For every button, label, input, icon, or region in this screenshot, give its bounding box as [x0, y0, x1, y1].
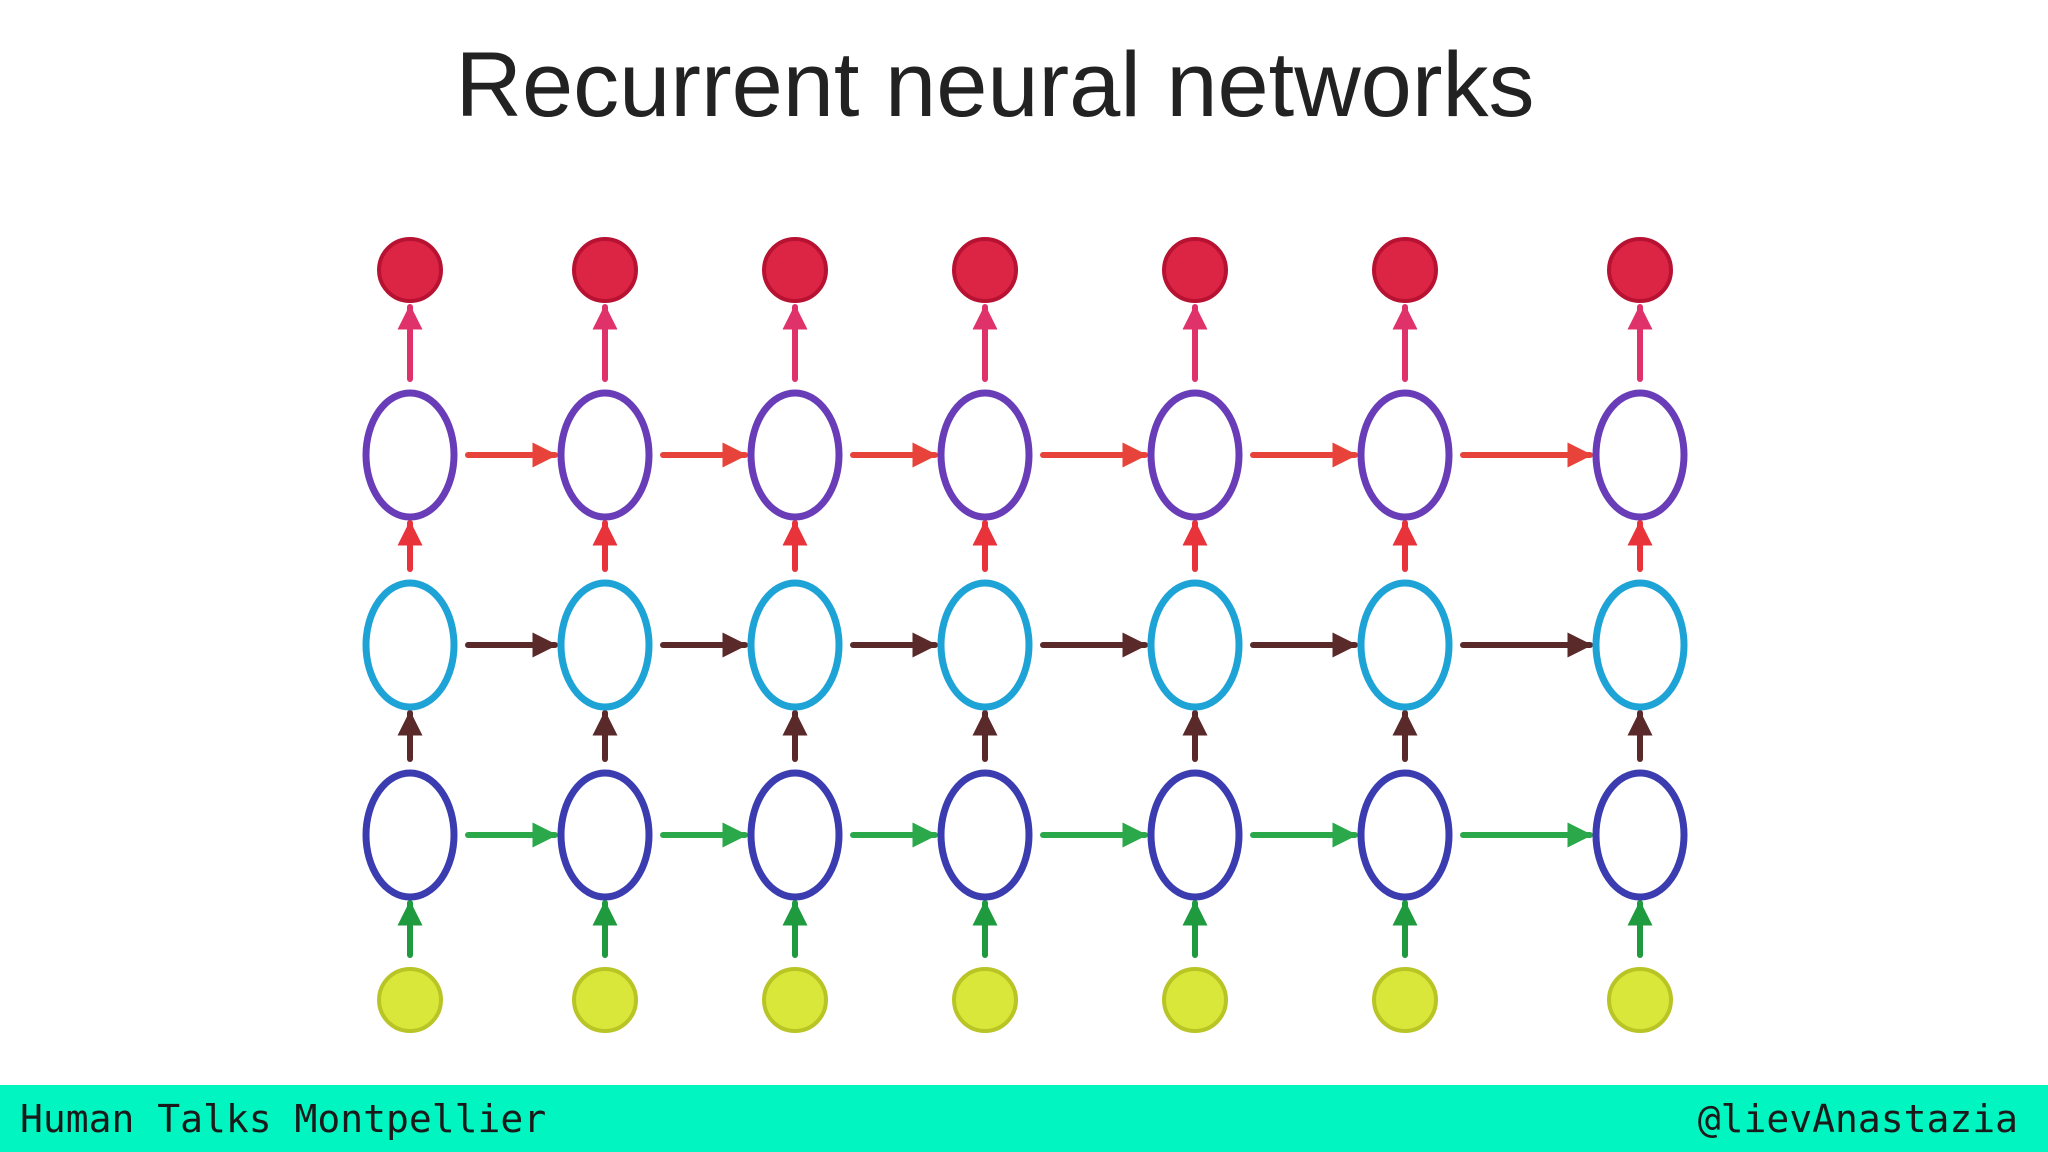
input-node [1372, 967, 1438, 1033]
hidden-1-node [747, 769, 843, 901]
hidden-3-node [937, 389, 1033, 521]
author-handle: @lievAnastazia [1697, 1096, 2018, 1141]
hidden-1-node [362, 769, 458, 901]
hidden-3-node [747, 389, 843, 521]
output-node [377, 237, 443, 303]
hidden-1-node [1357, 769, 1453, 901]
output-node [1162, 237, 1228, 303]
event-name: Human Talks Montpellier [20, 1096, 547, 1141]
hidden-2-node [362, 579, 458, 711]
output-node [762, 237, 828, 303]
hidden-2-node [937, 579, 1033, 711]
hidden-3-node [557, 389, 653, 521]
hidden-1-node [1147, 769, 1243, 901]
hidden-3-node [362, 389, 458, 521]
hidden-3-node [1147, 389, 1243, 521]
hidden-2-node [1592, 579, 1688, 711]
hidden-1-node [937, 769, 1033, 901]
hidden-1-node [557, 769, 653, 901]
output-node [572, 237, 638, 303]
input-node [952, 967, 1018, 1033]
output-node [1607, 237, 1673, 303]
input-node [377, 967, 443, 1033]
hidden-1-node [1592, 769, 1688, 901]
hidden-2-node [1357, 579, 1453, 711]
hidden-2-node [557, 579, 653, 711]
input-node [762, 967, 828, 1033]
hidden-3-node [1357, 389, 1453, 521]
footer-bar: Human Talks Montpellier @lievAnastazia [0, 1085, 2048, 1152]
output-node [1372, 237, 1438, 303]
hidden-2-node [747, 579, 843, 711]
output-node [952, 237, 1018, 303]
hidden-3-node [1592, 389, 1688, 521]
input-node [572, 967, 638, 1033]
input-node [1607, 967, 1673, 1033]
rnn-diagram [362, 237, 1688, 1033]
hidden-2-node [1147, 579, 1243, 711]
input-node [1162, 967, 1228, 1033]
slide-title: Recurrent neural networks [455, 34, 1535, 136]
